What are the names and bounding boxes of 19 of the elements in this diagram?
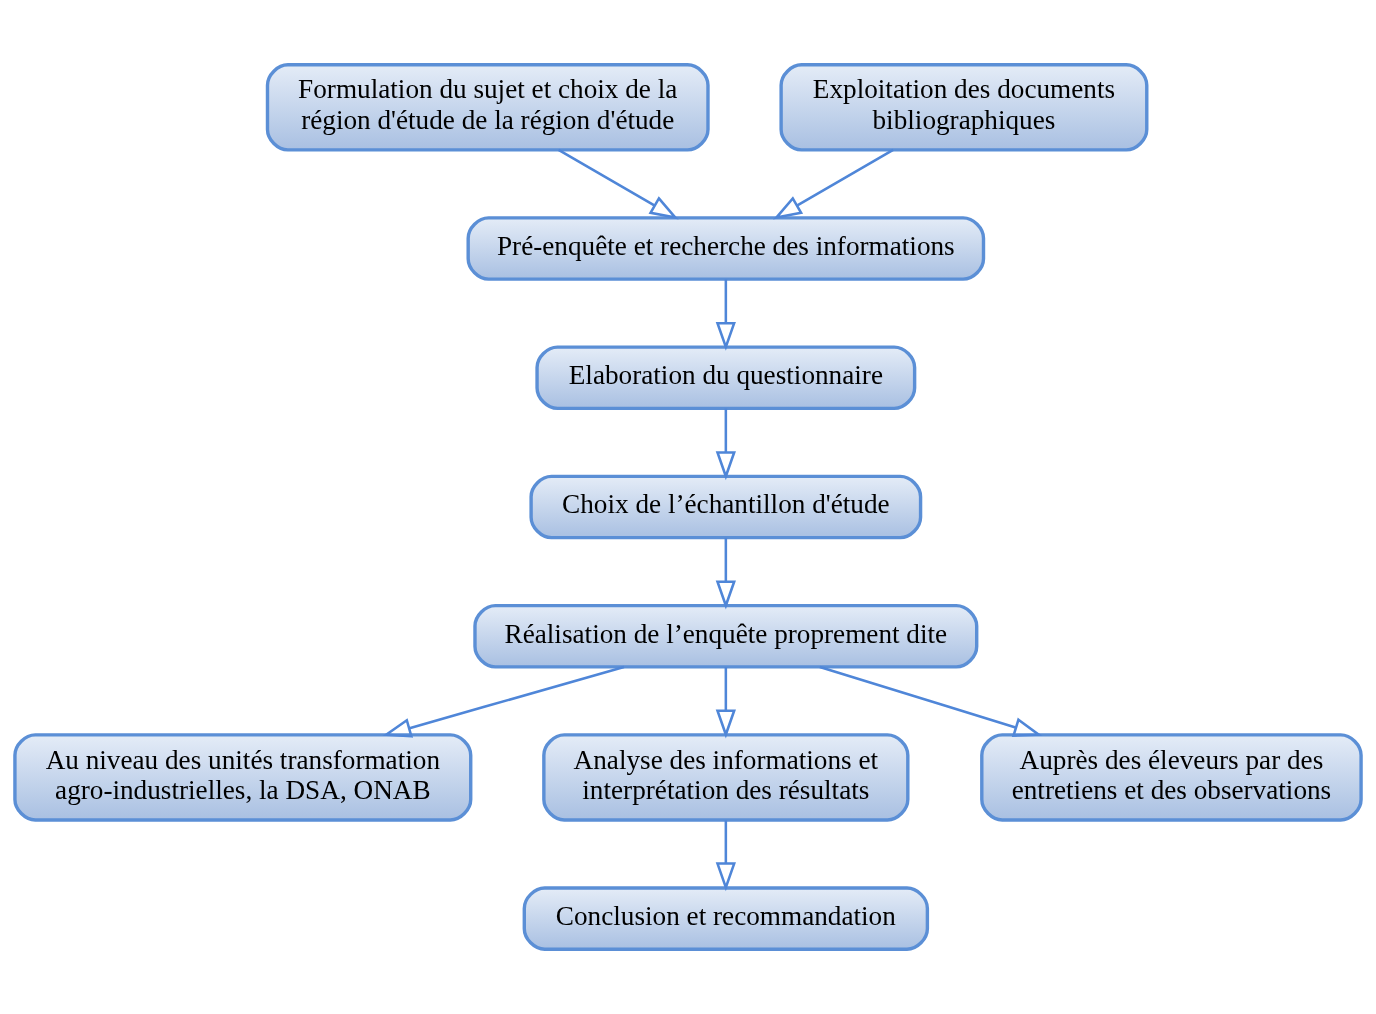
arrow [715, 820, 736, 892]
arrow [773, 148, 894, 220]
arrow [715, 408, 736, 481]
node-box: Pré-enquête et recherche des informations [466, 216, 986, 281]
arrow [715, 667, 736, 739]
node-box: Au niveau des unités transformation agro-industrielles, la DSA, ONAB [13, 733, 473, 822]
arrow [715, 537, 736, 610]
node-box: Exploitation des documents bibliographiques [779, 63, 1149, 152]
node-box: Formulation du sujet et choix de la région d'étude de la région d'étude [265, 63, 710, 152]
node-box: Conclusion et recommandation [522, 886, 930, 951]
arrow [819, 665, 1043, 737]
arrow [382, 665, 625, 738]
node-box: Elaboration du questionnaire [535, 345, 917, 411]
arrow [715, 279, 736, 351]
node-box: Choix de l’échantillon d'étude [529, 474, 923, 540]
node-box: Auprès des éleveurs par des entretiens et des observations [980, 733, 1363, 822]
node-box: Analyse des informations et interprétation des résultats [542, 733, 910, 822]
arrow [557, 148, 679, 220]
node-box: Réalisation de l’enquête proprement dite [473, 603, 979, 669]
